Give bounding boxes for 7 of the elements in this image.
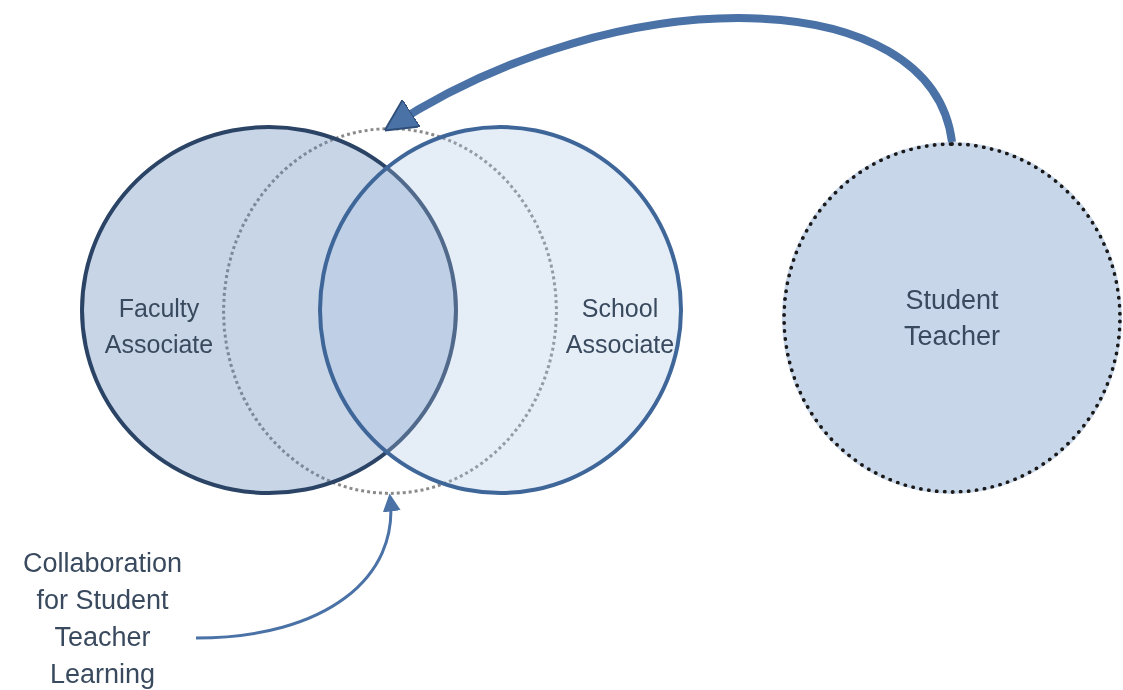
- curved-arrow: [195, 493, 400, 640]
- circle-label: Student Teacher: [902, 284, 1002, 353]
- curved-arrow: [383, 14, 956, 144]
- circle-outline: [222, 127, 558, 495]
- circle-label: Faculty Associate: [103, 293, 215, 360]
- annotation-text: Collaboration for Student Teacher Learning: [5, 545, 200, 690]
- circle-label: School Associate: [564, 293, 676, 360]
